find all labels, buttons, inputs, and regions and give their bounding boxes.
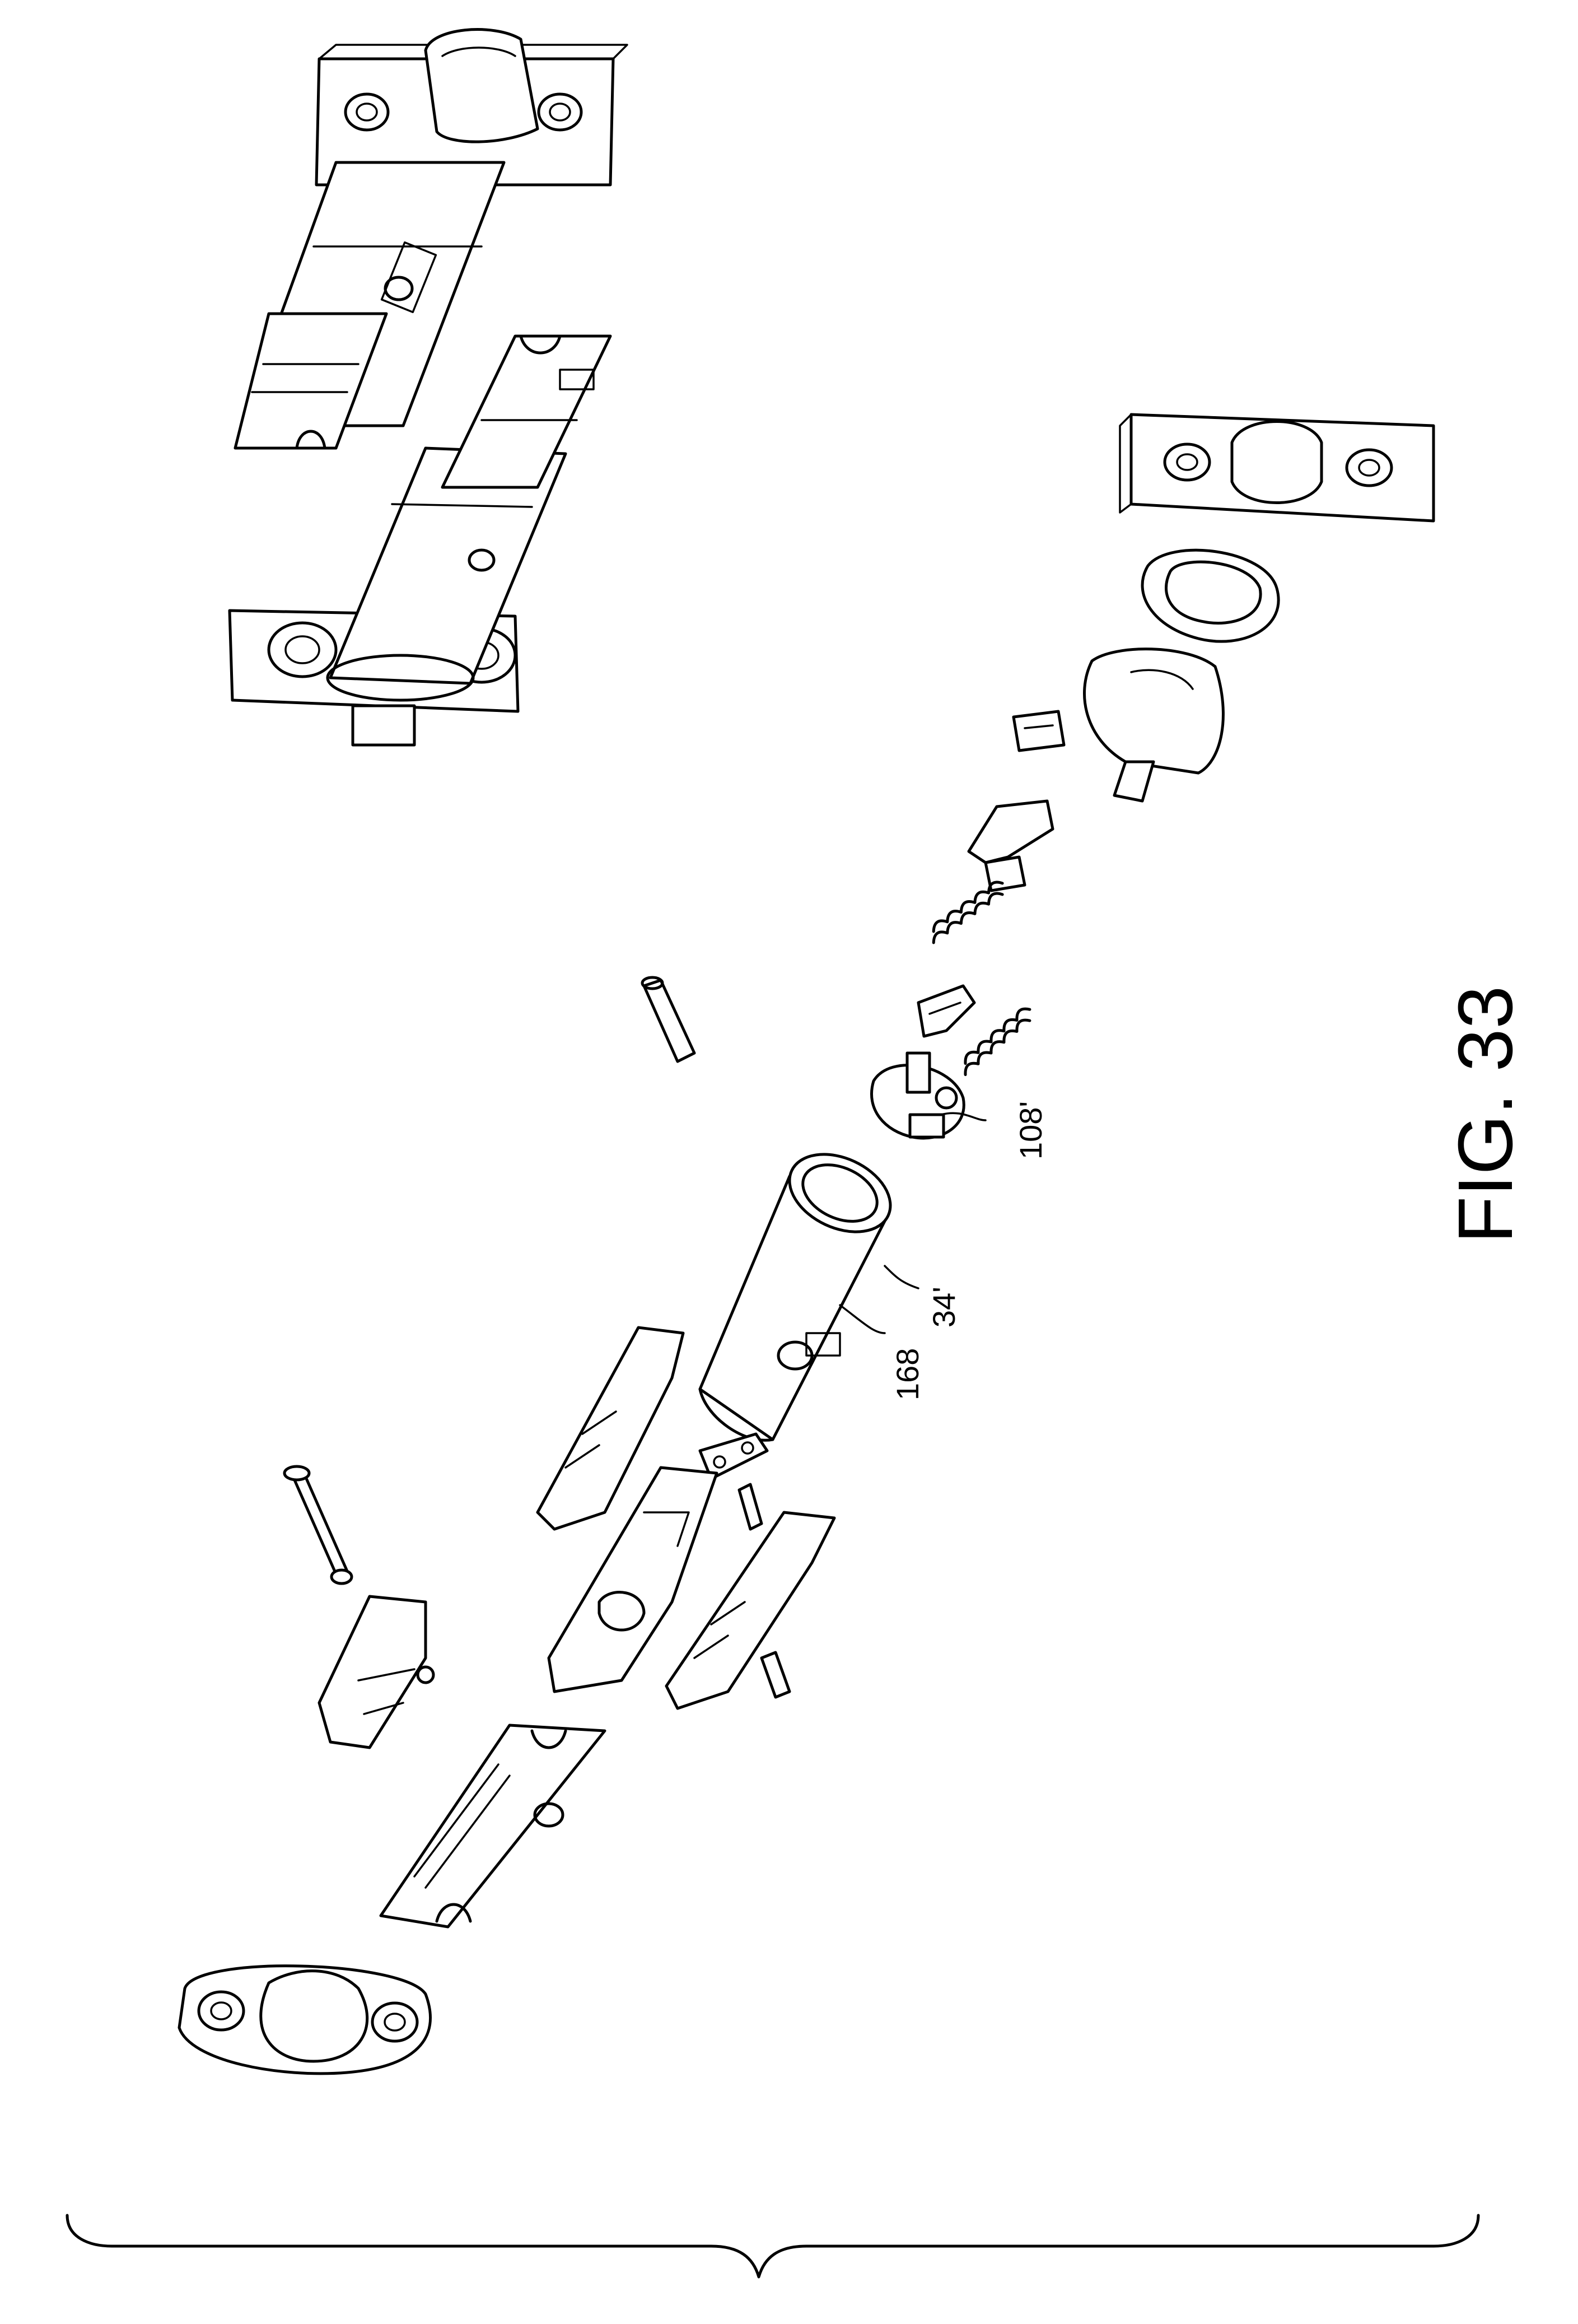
strike-plate [1119,413,1435,523]
assembled-latch-middle [228,334,612,747]
reference-labels: 108' 34' 168 [839,1101,1048,1400]
link-plate-upper [536,1326,685,1531]
housing-tube [698,1153,892,1442]
label-108: 108' [1013,1101,1048,1159]
retractor-lever [917,984,976,1038]
link-plate-lower [665,1511,836,1710]
pin-top [641,976,696,1063]
small-clip [1012,710,1066,752]
strike-ring [1141,548,1280,643]
rotor-part [870,1051,965,1140]
figure-caption: FIG. 33 [1442,986,1529,1243]
assembled-latch-upper [234,28,628,450]
screw [283,1465,353,1585]
latch-bolt-head [1083,648,1225,803]
slider-block [967,799,1054,892]
lower-latch-body [379,1724,606,1929]
label-34: 34' [926,1287,961,1328]
exploded-parts [178,413,1435,2075]
pin-lower [760,1651,791,1699]
frame-bracket [318,1595,435,1749]
lower-rose-plate [178,1964,432,2075]
spring-lower [964,1007,1031,1077]
leader-168 [839,1304,886,1334]
leader-108 [940,1112,987,1121]
retractor-plate [547,1466,718,1693]
pin-mid [737,1483,763,1531]
small-link [698,1432,769,1480]
label-168: 168 [890,1348,925,1400]
bottom-brace [66,2214,1480,2279]
leader-34 [884,1265,919,1289]
spring-upper [932,881,1004,944]
